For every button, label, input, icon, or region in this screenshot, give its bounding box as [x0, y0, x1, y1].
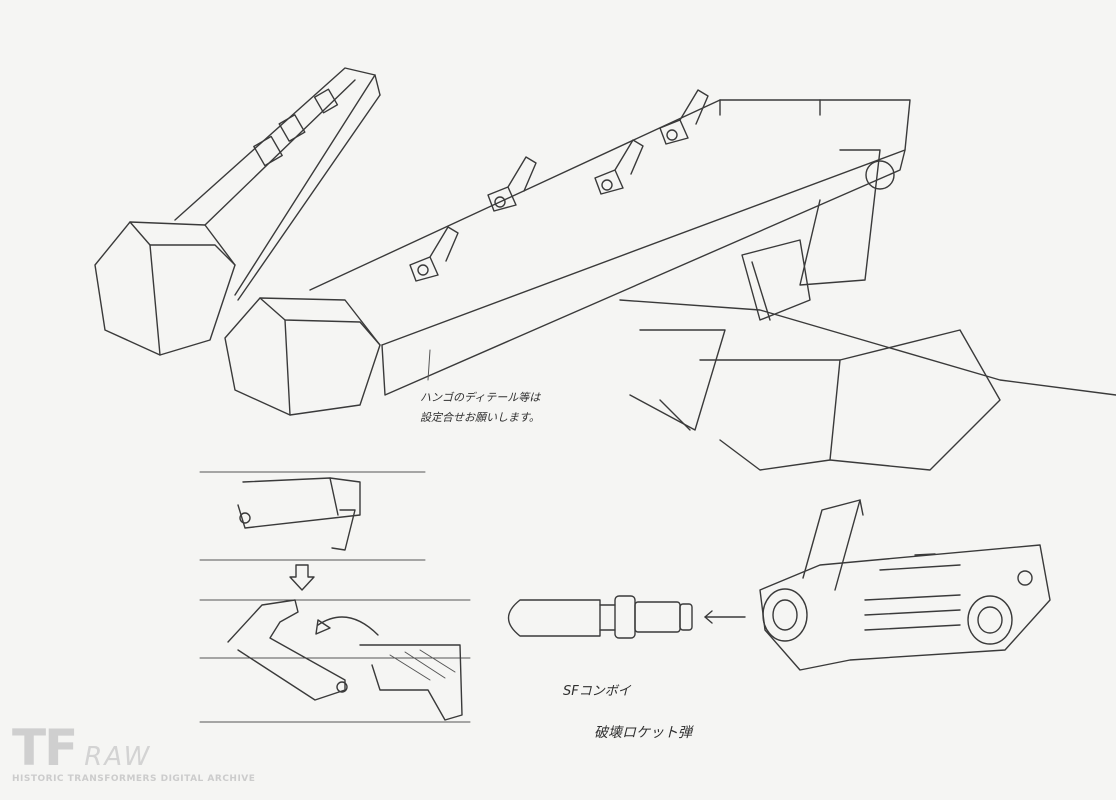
hook-diagram-bottom — [199, 599, 471, 723]
detail-request-note: ハンゴのディテール等は 設定合せお願いします。 — [420, 388, 540, 428]
tfraw-tagline: HISTORIC TRANSFORMERS DIGITAL ARCHIVE — [12, 774, 256, 784]
weapon-name-label: 破壊ロケット弾 — [594, 725, 692, 741]
character-name-label: SFコンボイ — [563, 684, 631, 699]
detail-note-line2: 設定合せお願いします。 — [420, 411, 540, 424]
left-launcher-drawing — [94, 67, 381, 356]
tfraw-logo-mark: TF — [12, 719, 78, 777]
main-launcher-drawing — [224, 89, 911, 416]
detail-note-line1: ハンゴのディテール等は — [420, 391, 541, 404]
rocket-drawing — [507, 595, 746, 639]
tfraw-logo-word: RAW — [84, 742, 152, 772]
hook-diagram-top — [199, 471, 426, 591]
tfraw-watermark: TF RAW HISTORIC TRANSFORMERS DIGITAL ARC… — [12, 719, 256, 784]
robot-body-drawing — [619, 239, 1116, 471]
launcher-pod-drawing — [759, 499, 1051, 671]
